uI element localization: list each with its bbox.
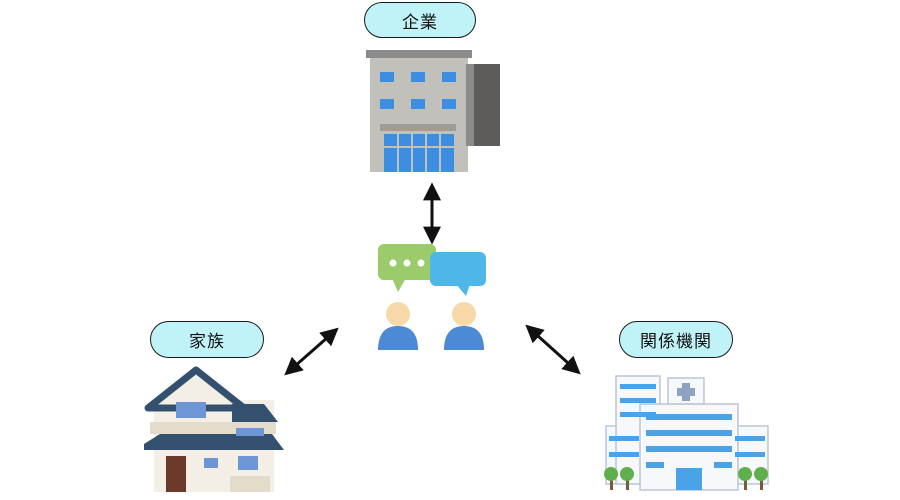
partners-label: 関係機関 — [619, 321, 733, 358]
family-label: 家族 — [150, 321, 264, 358]
house-icon — [144, 366, 284, 492]
person-right-icon — [444, 302, 484, 350]
office-building-icon — [366, 50, 500, 172]
company-label: 企業 — [364, 2, 476, 38]
arrow-partners-hub — [525, 324, 581, 375]
hospital-building-icon — [604, 375, 769, 491]
person-left-icon — [378, 302, 418, 350]
arrow-family-hub — [284, 327, 339, 376]
tree-icon — [604, 467, 768, 490]
blue-speech-bubble-icon — [430, 252, 486, 296]
green-speech-bubble-icon — [378, 244, 436, 292]
